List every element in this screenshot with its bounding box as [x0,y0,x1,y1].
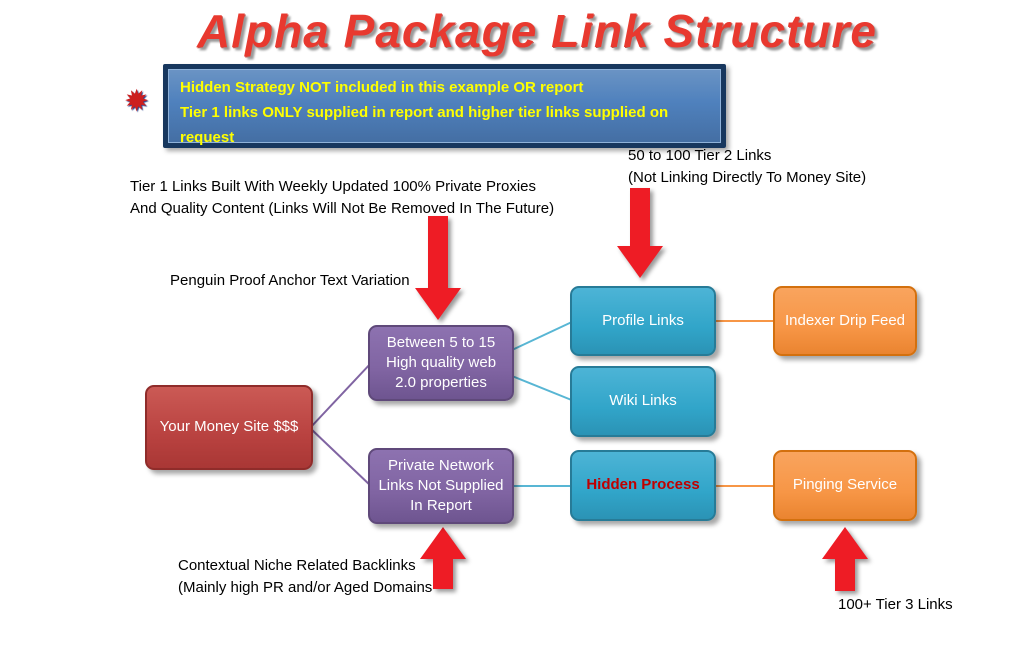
down-arrow-icon [415,216,461,320]
up-arrow-icon [822,527,868,591]
hidden-strategy-banner: Hidden Strategy NOT included in this exa… [163,64,726,148]
page-title: Alpha Package Link Structure [197,5,877,57]
private-network-node: Private Network Links Not Supplied In Re… [368,448,514,524]
up-arrow-icon [420,527,466,589]
tier3-annotation: 100+ Tier 3 Links [838,596,953,613]
wiki-links-node: Wiki Links [570,366,716,437]
star-icon: ✹ [124,85,150,118]
down-arrow-icon [617,188,663,278]
web20-properties-node: Between 5 to 15 High quality web 2.0 pro… [368,325,514,401]
contextual-annotation: Contextual Niche Related Backlinks (Main… [178,557,433,596]
tier2-annotation: 50 to 100 Tier 2 Links (Not Linking Dire… [628,147,867,186]
penguin-annotation: Penguin Proof Anchor Text Variation [170,272,410,289]
indexer-drip-feed-node: Indexer Drip Feed [773,286,917,356]
hidden-process-node: Hidden Process [570,450,716,521]
money-site-node: Your Money Site $$$ [145,385,313,470]
profile-links-node: Profile Links [570,286,716,356]
pinging-service-node: Pinging Service [773,450,917,521]
tier1-annotation: Tier 1 Links Built With Weekly Updated 1… [130,178,555,217]
